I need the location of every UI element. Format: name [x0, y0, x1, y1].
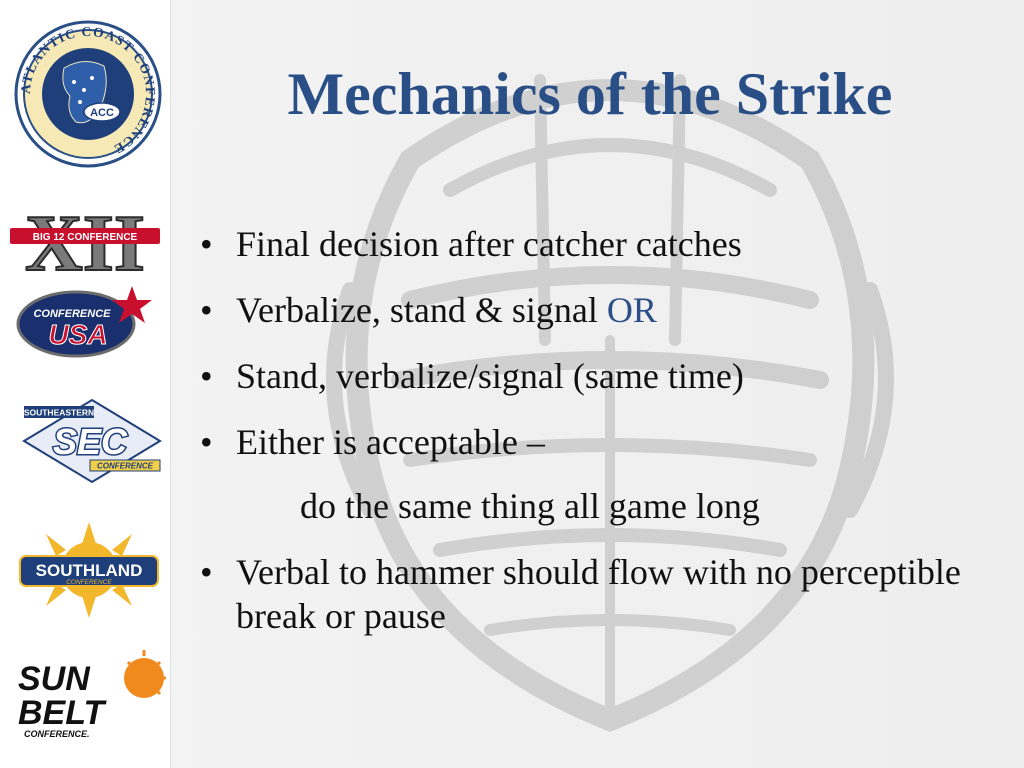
sec-logo: SOUTHEASTERN SEC CONFERENCE: [22, 398, 162, 484]
bullet-text: Final decision after catcher catches: [236, 224, 742, 264]
sec-top-text: SOUTHEASTERN: [24, 408, 94, 418]
acc-inner-text: ACC: [90, 107, 114, 119]
slide-title: Mechanics of the Strike: [287, 61, 893, 127]
bullet-text: Stand, verbalize/signal (same time): [236, 356, 744, 396]
bullet-accent-text: OR: [606, 290, 657, 330]
bullet-item: • Either is acceptable –: [196, 420, 986, 464]
southland-bottom-text: CONFERENCE: [66, 579, 112, 586]
bullet-marker: •: [200, 290, 213, 330]
bullet-item: • Verbal to hammer should flow with no p…: [196, 550, 986, 638]
bullet-list: • Final decision after catcher catches •…: [196, 222, 986, 660]
sec-main-text: SEC: [53, 421, 128, 462]
bullet-item: • Verbalize, stand & signal OR: [196, 288, 986, 332]
bullet-marker: •: [200, 224, 213, 264]
acc-logo: ACC ATLANTIC COAST CONFERENCE: [14, 20, 162, 168]
cusa-main-text: USA: [48, 319, 107, 350]
catchers-mask-watermark: [326, 74, 894, 732]
bullet-item: • Stand, verbalize/signal (same time): [196, 354, 986, 398]
bullet-marker: •: [200, 356, 213, 396]
southland-logo: SOUTHLAND CONFERENCE: [19, 522, 159, 618]
sunbelt-logo: SUN BELT CONFERENCE.: [18, 650, 166, 739]
bullet-marker: •: [200, 552, 213, 592]
sec-bottom-text: CONFERENCE: [97, 462, 154, 471]
sunbelt-bottom-text: CONFERENCE.: [24, 729, 90, 739]
conference-usa-logo: CONFERENCE USA: [16, 286, 152, 358]
bullet-text: do the same thing all game long: [300, 486, 760, 526]
big12-banner-text: BIG 12 CONFERENCE: [33, 232, 138, 243]
cusa-top-text: CONFERENCE: [33, 308, 111, 320]
southland-main-text: SOUTHLAND: [36, 561, 143, 580]
sunbelt-line1-text: SUN: [18, 660, 91, 698]
bullet-continuation: do the same thing all game long: [196, 484, 986, 528]
big12-logo: XII BIG 12 CONFERENCE: [10, 199, 160, 278]
bullet-text: Verbalize, stand & signal: [236, 290, 607, 330]
sunbelt-line2-text: BELT: [18, 694, 107, 732]
bullet-item: • Final decision after catcher catches: [196, 222, 986, 266]
conference-logo-sidebar: ACC ATLANTIC COAST CONFERENCE XII BIG 12…: [0, 0, 171, 768]
bullet-text: Either is acceptable –: [236, 422, 545, 462]
bullet-marker: •: [200, 422, 213, 462]
bullet-text: Verbal to hammer should flow with no per…: [236, 552, 961, 636]
